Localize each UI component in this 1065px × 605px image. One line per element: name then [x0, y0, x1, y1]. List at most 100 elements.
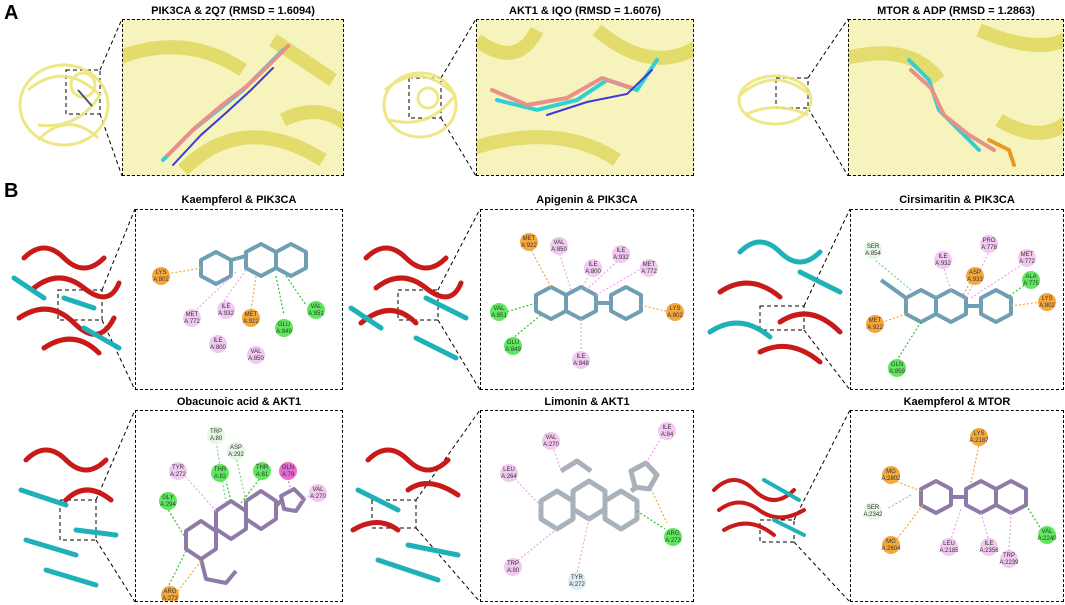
- residue-node-b3-5: [1022, 271, 1040, 289]
- residue-node-b2-2: [612, 245, 630, 263]
- protein-thumb-b4: [18, 447, 119, 588]
- residue-node-b2-7: [504, 337, 522, 355]
- residue-node-b3-6: [1038, 293, 1056, 311]
- title-b5: Limonin & AKT1: [544, 396, 630, 408]
- protein-thumb-a1: [18, 63, 110, 147]
- residue-node-b6-5: [980, 538, 998, 556]
- zoom-box-a2: [476, 19, 694, 176]
- residue-node-b3-2: [934, 251, 952, 269]
- residue-node-b3-1: [980, 235, 998, 253]
- residue-node-b6-7: [1038, 526, 1056, 544]
- residue-node-b2-3: [584, 259, 602, 277]
- residue-node-b4-5: [279, 462, 297, 480]
- panel-label-b: B: [4, 180, 19, 202]
- residue-node-b4-8: [161, 586, 179, 601]
- residue-node-b5-2: [500, 464, 518, 482]
- panel-label-a: A: [4, 2, 19, 24]
- residue-node-b4-4: [253, 462, 271, 480]
- protein-thumb-b5: [350, 447, 461, 583]
- residue-node-b3-4: [966, 267, 984, 285]
- title-a2: AKT1 & IQO (RMSD = 1.6076): [509, 5, 661, 17]
- residue-node-b1-4: [209, 335, 227, 353]
- residue-node-b6-0: [970, 428, 988, 446]
- residue-node-b2-5: [490, 303, 508, 321]
- residue-node-b6-6: [1000, 550, 1018, 568]
- residue-node-b2-4: [640, 259, 658, 277]
- protein-thumb-b3: [707, 239, 843, 365]
- protein-thumb-b6: [712, 478, 806, 537]
- residue-node-b6-3: [882, 536, 900, 554]
- residue-node-b4-7: [309, 484, 327, 502]
- protein-thumb-b1: [11, 245, 122, 356]
- residue-node-b5-1: [658, 422, 676, 440]
- residue-node-b6-2: [864, 502, 882, 520]
- title-b4: Obacunoic acid & AKT1: [176, 396, 302, 408]
- residue-node-b2-6: [666, 303, 684, 321]
- residue-node-b3-7: [866, 315, 884, 333]
- residue-node-b2-1: [550, 237, 568, 255]
- protein-thumb-a2: [382, 71, 458, 139]
- residue-node-b4-6: [159, 492, 177, 510]
- title-b3: Cirsimaritin & PIK3CA: [899, 194, 1015, 206]
- protein-thumb-a3: [737, 74, 813, 126]
- residue-node-b3-0: [864, 241, 882, 259]
- residue-node-b2-8: [572, 351, 590, 369]
- title-b2: Apigenin & PIK3CA: [536, 194, 638, 206]
- residue-node-b3-8: [888, 359, 906, 377]
- residue-node-b4-0: [207, 426, 225, 444]
- residue-node-b4-1: [169, 462, 187, 480]
- residue-node-b3-3: [1018, 249, 1036, 267]
- residue-node-b2-0: [520, 233, 538, 251]
- residue-node-b1-2: [217, 301, 235, 319]
- residue-node-b5-0: [542, 432, 560, 450]
- title-b6: Kaempferol & MTOR: [903, 396, 1011, 408]
- title-a3: MTOR & ADP (RMSD = 1.2863): [877, 5, 1035, 17]
